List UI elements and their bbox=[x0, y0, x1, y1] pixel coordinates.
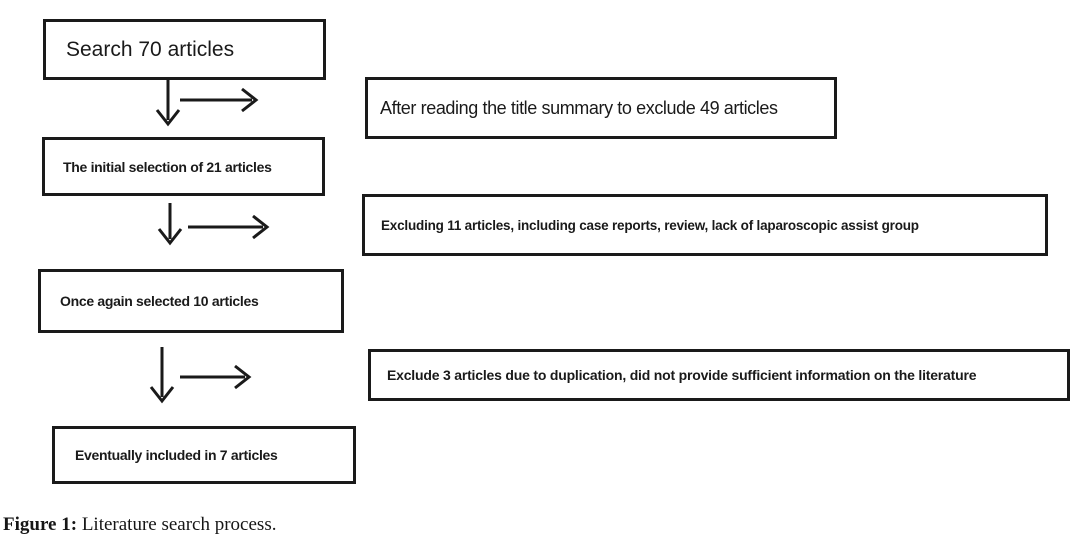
right-arrow-icon bbox=[180, 364, 252, 390]
figure-caption-label: Figure 1: bbox=[3, 514, 78, 535]
figure-caption-text: Literature search process. bbox=[77, 514, 277, 535]
exclusion-box-title-summary: After reading the title summary to exclu… bbox=[365, 77, 837, 139]
flow-box-initial-selection: The initial selection of 21 articles bbox=[42, 137, 325, 196]
flow-box-final-inclusion-label: Eventually included in 7 articles bbox=[75, 447, 278, 463]
arrow-pair-3 bbox=[149, 347, 252, 404]
arrow-pair-1 bbox=[155, 80, 259, 127]
arrow-pair-2 bbox=[157, 203, 270, 246]
right-arrow-icon bbox=[188, 214, 270, 240]
exclusion-box-title-summary-label: After reading the title summary to exclu… bbox=[380, 97, 778, 118]
flow-box-second-selection-label: Once again selected 10 articles bbox=[60, 293, 259, 309]
right-arrow-icon bbox=[180, 87, 259, 113]
flow-box-initial-selection-label: The initial selection of 21 articles bbox=[63, 158, 272, 175]
flow-box-search: Search 70 articles bbox=[43, 19, 326, 80]
figure-caption: Figure 1: Literature search process. bbox=[3, 514, 276, 536]
exclusion-box-case-reports-label: Excluding 11 articles, including case re… bbox=[381, 217, 919, 233]
exclusion-box-duplication: Exclude 3 articles due to duplication, d… bbox=[368, 349, 1070, 401]
exclusion-box-duplication-label: Exclude 3 articles due to duplication, d… bbox=[387, 367, 977, 383]
down-arrow-icon bbox=[155, 80, 181, 127]
down-arrow-icon bbox=[149, 347, 175, 404]
flow-box-final-inclusion: Eventually included in 7 articles bbox=[52, 426, 356, 484]
flow-box-search-label: Search 70 articles bbox=[66, 37, 235, 61]
exclusion-box-case-reports: Excluding 11 articles, including case re… bbox=[362, 194, 1048, 256]
flow-box-second-selection: Once again selected 10 articles bbox=[38, 269, 344, 333]
down-arrow-icon bbox=[157, 203, 183, 246]
